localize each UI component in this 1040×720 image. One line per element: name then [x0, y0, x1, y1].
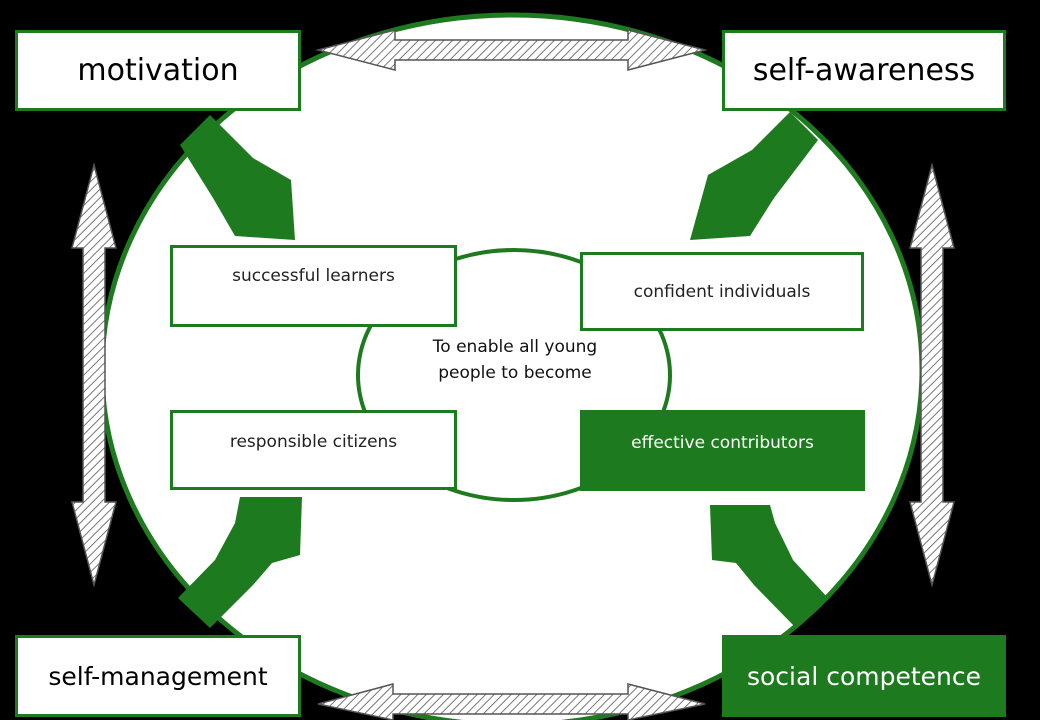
green-arrow-icon [710, 505, 828, 628]
social-competence-box: social competence [722, 635, 1006, 717]
responsible-citizens-box: responsible citizens [170, 410, 457, 490]
green-arrow-icon [180, 115, 295, 240]
center-caption: To enable all young people to become [432, 337, 598, 383]
self-management-label: self-management [48, 661, 268, 691]
double-headed-arrow-icon [71, 162, 117, 588]
successful-learners-box: successful learners [170, 245, 457, 327]
green-arrow-icon [178, 497, 302, 628]
effective-contributors-label: effective contributors [631, 432, 814, 453]
social-competence-label: social competence [746, 661, 982, 691]
motivation-label: motivation [77, 53, 239, 88]
motivation-box: motivation [15, 30, 301, 111]
green-arrow-icon [690, 112, 818, 240]
self-management-box: self-management [15, 635, 301, 717]
successful-learners-label: successful learners [232, 266, 395, 286]
confident-individuals-label: confident individuals [633, 281, 811, 302]
responsible-citizens-label: responsible citizens [229, 432, 398, 452]
effective-contributors-box: effective contributors [580, 410, 865, 491]
double-headed-arrow-icon [909, 162, 955, 588]
confident-individuals-box: confident individuals [580, 252, 864, 331]
double-headed-arrow-icon [315, 29, 708, 71]
self-awareness-label: self-awareness [752, 53, 976, 88]
double-headed-arrow-icon [317, 683, 706, 720]
self-awareness-box: self-awareness [722, 30, 1006, 111]
